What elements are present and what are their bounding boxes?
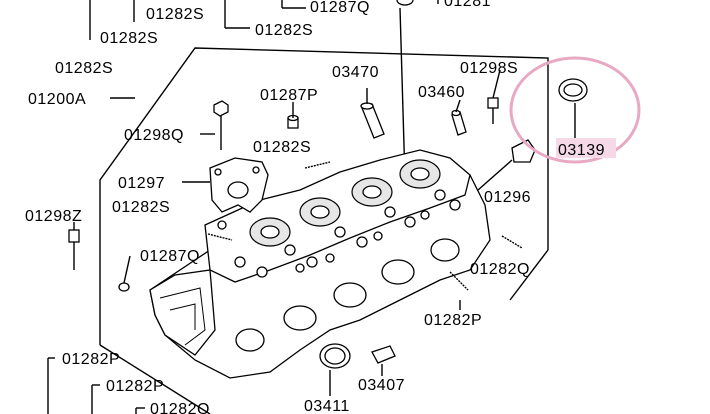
label-01282s-f: 01282S [112,199,170,216]
part-03411-seal [319,343,351,369]
label-01296: 01296 [484,189,531,206]
leader-lines [47,69,513,414]
label-03411: 03411 [304,398,350,414]
label-01282s-a: 01282S [146,6,204,23]
highlight-circle [509,56,641,164]
part-03460-pin [451,109,467,136]
label-01282p-c: 01282P [106,378,164,395]
label-03139: 03139 [558,142,605,159]
part-01296-cap [511,139,536,163]
label-03407: 03407 [358,377,405,394]
label-03460: 03460 [418,84,465,101]
label-01282q-b: 01282Q [150,401,210,414]
label-01282s-e: 01282S [253,139,311,156]
part-01297-cap [209,157,269,230]
label-01298z: 01298Z [25,208,82,225]
label-01287p: 01287P [260,87,318,104]
label-01298s: 01298S [460,60,518,77]
label-01287q-b: 01287Q [140,248,200,265]
ports [235,238,460,352]
part-03139-seal [558,78,588,140]
label-01282p-a: 01282P [424,312,482,329]
part-labels: 01282S 01287Q 01281 01282S 01282S 01282S… [25,0,605,414]
part-01298s-bolt [487,97,499,124]
label-01281: 01281 [444,0,491,10]
label-01297: 01297 [118,175,165,192]
label-01287q: 01287Q [310,0,370,16]
label-01282q: 01282Q [470,261,530,278]
part-03470-pin [360,102,385,139]
label-01282s-d: 01282S [55,60,113,77]
label-01282p-b: 01282P [62,351,120,368]
part-01298q-bolt [213,100,229,150]
label-01200a: 01200A [28,91,86,108]
part-01298z-bolt [68,229,80,270]
part-01287q-plug [118,282,130,292]
cylinder-head [149,149,491,379]
label-01298q: 01298Q [124,127,184,144]
label-03470: 03470 [332,64,379,81]
bolt-holes [234,189,461,278]
part-01282s-stud [304,161,331,169]
label-01282s-c: 01282S [255,22,313,39]
part-01282q-studs [449,235,523,291]
part-plug-top [396,0,414,6]
part-01282s-left-stud [207,233,233,241]
part-03407-seal [371,345,396,364]
cam-journals [249,159,441,247]
label-01282s-b: 01282S [100,30,158,47]
assembly-frame [99,47,549,414]
top-leader-lines [89,0,439,181]
